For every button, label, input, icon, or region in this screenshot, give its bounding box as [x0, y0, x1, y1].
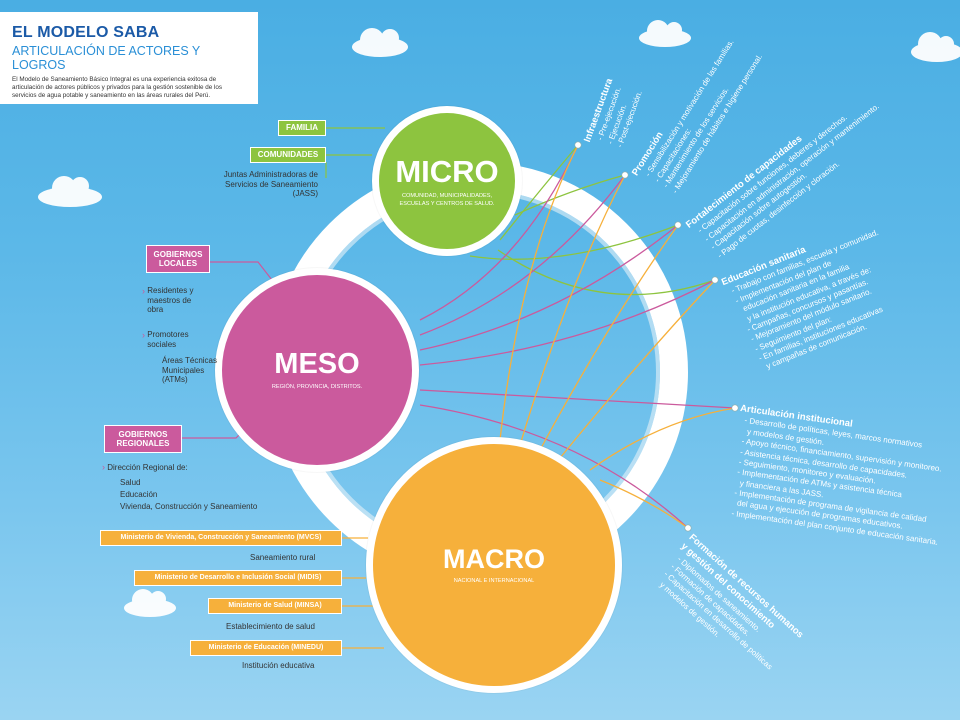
- macro-subtitle: NACIONAL E INTERNACIONAL: [453, 578, 535, 585]
- cloud-icon: [124, 589, 176, 617]
- micro-title: MICRO: [395, 154, 499, 190]
- educacion-label: Educación: [120, 490, 158, 499]
- micro-subtitle: COMUNIDAD, MUNICIPALIDADES, ESCUELAS Y C…: [399, 193, 495, 207]
- salud-label: Salud: [120, 478, 141, 487]
- jass-label: Juntas Administradoras de Servicios de S…: [223, 170, 318, 199]
- page-subtitle: ARTICULACIÓN DE ACTORES Y LOGROS: [12, 44, 201, 72]
- comunidades-tag: COMUNIDADES: [250, 147, 326, 163]
- header-panel: EL MODELO SABA ARTICULACIÓN DE ACTORES Y…: [0, 12, 258, 104]
- midis-tag: Ministerio de Desarrollo e Inclusión Soc…: [134, 570, 342, 586]
- minsa-tag: Ministerio de Salud (MINSA): [208, 598, 342, 614]
- micro-label-lines: [325, 127, 385, 178]
- macro-circle: MACRO NACIONAL E INTERNACIONAL: [366, 437, 622, 693]
- residentes-row: › Residentes y maestros de obra: [142, 286, 209, 315]
- macro-label-lines: [342, 537, 384, 649]
- cloud-icon: [352, 28, 408, 57]
- minedu-tag: Ministerio de Educación (MINEDU): [190, 640, 342, 656]
- topic-dots: [574, 141, 739, 532]
- macro-title: MACRO: [443, 544, 545, 575]
- cloud-icon: [639, 20, 691, 47]
- meso-subtitle: REGIÓN, PROVINCIA, DISTRITOS.: [271, 384, 363, 391]
- cloud-icon: [38, 176, 102, 207]
- topic-connector-curves: [419, 144, 736, 529]
- page-title: EL MODELO SABA: [12, 24, 160, 41]
- mvcs-tag: Ministerio de Vivienda, Construcción y S…: [100, 530, 342, 546]
- promotores-label: Promotores sociales: [147, 330, 189, 349]
- micro-circle: MICRO COMUNIDAD, MUNICIPALIDADES, ESCUEL…: [372, 106, 522, 256]
- gobiernos-regionales-tag: GOBIERNOS REGIONALES: [104, 425, 182, 453]
- gobiernos-locales-tag: GOBIERNOS LOCALES: [146, 245, 210, 273]
- residentes-label: Residentes y maestros de obra: [147, 286, 194, 315]
- clouds: [38, 20, 960, 617]
- meso-title: MESO: [274, 348, 360, 381]
- meso-circle: MESO REGIÓN, PROVINCIA, DISTRITOS.: [215, 268, 419, 472]
- page-description: El Modelo de Saneamiento Básico Integral…: [12, 76, 223, 99]
- direccion-row: › Dirección Regional de:: [102, 462, 188, 473]
- saneamiento-rural-label: Saneamiento rural: [250, 553, 316, 562]
- cloud-icon: [911, 32, 960, 62]
- chevron-right-icon: ›: [142, 330, 145, 340]
- familia-tag: FAMILIA: [278, 120, 326, 136]
- chevron-right-icon: ›: [142, 286, 145, 296]
- chevron-right-icon: ›: [102, 462, 105, 472]
- promotores-row: › Promotores sociales: [142, 330, 205, 349]
- establecimiento-label: Establecimiento de salud: [226, 622, 315, 631]
- vivienda-label: Vivienda, Construcción y Saneamiento: [120, 502, 258, 511]
- direccion-label: Dirección Regional de:: [107, 463, 188, 472]
- institucion-label: Institución educativa: [242, 661, 315, 670]
- atm-label: Áreas Técnicas Municipales (ATMs): [162, 356, 217, 385]
